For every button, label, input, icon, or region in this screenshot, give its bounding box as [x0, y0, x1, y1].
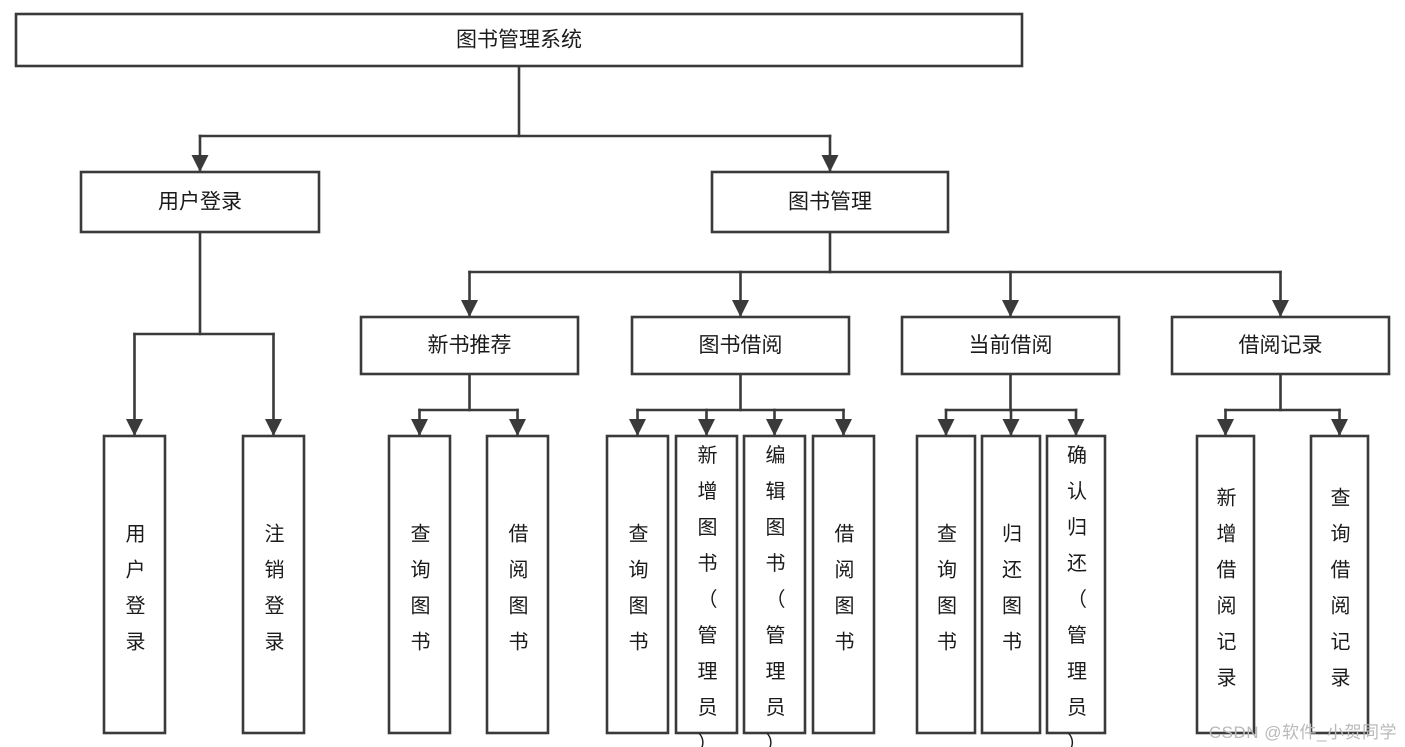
node-leaf-query-book-2[interactable]: 查询图书: [605, 434, 670, 735]
node-leaf-query-book-2-label: 查询图书: [629, 523, 649, 654]
node-leaf-query-book-3[interactable]: 查询图书: [915, 434, 977, 735]
node-book-manage-label: 图书管理: [788, 191, 872, 214]
node-leaf-borrow-book-2[interactable]: 借阅图书: [811, 434, 876, 735]
node-current-borrow[interactable]: 当前借阅: [900, 315, 1121, 376]
node-leaf-return-book-box[interactable]: [980, 434, 1042, 735]
node-leaf-user-logout-box[interactable]: [241, 434, 306, 735]
node-leaf-query-book-3-label: 查询图书: [937, 523, 957, 654]
node-new-book-recommend-box[interactable]: [359, 315, 580, 376]
node-leaf-add-record-box[interactable]: [1195, 434, 1256, 735]
node-user-login[interactable]: 用户登录: [79, 170, 321, 234]
node-borrow-record[interactable]: 借阅记录: [1170, 315, 1391, 376]
node-book-borrow-box[interactable]: [630, 315, 851, 376]
node-user-login-box[interactable]: [79, 170, 321, 234]
node-leaf-edit-book-box[interactable]: [742, 434, 807, 735]
node-leaf-query-record-label: 查询借阅记录: [1331, 487, 1351, 690]
node-leaf-add-record[interactable]: 新增借阅记录: [1195, 434, 1256, 735]
node-book-borrow[interactable]: 图书借阅: [630, 315, 851, 376]
node-leaf-borrow-book-1[interactable]: 借阅图书: [485, 434, 550, 735]
node-leaf-add-book-box[interactable]: [674, 434, 739, 735]
node-leaf-query-book-2-box[interactable]: [605, 434, 670, 735]
node-leaf-query-record-box[interactable]: [1309, 434, 1370, 735]
node-leaf-borrow-book-1-label: 借阅图书: [509, 523, 529, 654]
node-new-book-recommend[interactable]: 新书推荐: [359, 315, 580, 376]
node-leaf-confirm-return-box[interactable]: [1045, 434, 1107, 735]
node-root-system-label: 图书管理系统: [456, 29, 582, 52]
node-leaf-user-login-box[interactable]: [102, 434, 167, 735]
node-leaf-query-book-1-label: 查询图书: [411, 523, 431, 654]
node-new-book-recommend-label: 新书推荐: [428, 334, 512, 357]
connectors-layer: [126, 64, 1348, 438]
node-leaf-add-book[interactable]: 新增图书（管理员）: [674, 434, 739, 747]
node-book-manage-box[interactable]: [710, 170, 950, 234]
node-borrow-record-box[interactable]: [1170, 315, 1391, 376]
node-current-borrow-label: 当前借阅: [969, 334, 1053, 357]
node-book-manage[interactable]: 图书管理: [710, 170, 950, 234]
node-leaf-user-logout-label: 注销登录: [265, 523, 285, 654]
node-current-borrow-box[interactable]: [900, 315, 1121, 376]
node-user-login-label: 用户登录: [158, 191, 242, 214]
node-leaf-borrow-book-1-box[interactable]: [485, 434, 550, 735]
node-leaf-borrow-book-2-label: 借阅图书: [835, 523, 855, 654]
node-leaf-query-book-3-box[interactable]: [915, 434, 977, 735]
node-leaf-edit-book[interactable]: 编辑图书（管理员）: [742, 434, 807, 747]
node-leaf-user-login[interactable]: 用户登录: [102, 434, 167, 735]
node-leaf-return-book-label: 归还图书: [1002, 523, 1022, 654]
node-root-system-box[interactable]: [14, 12, 1024, 68]
node-leaf-confirm-return-label: 确认归还（管理员）: [1067, 444, 1087, 747]
node-leaf-add-record-label: 新增借阅记录: [1217, 487, 1237, 690]
nodes-layer: 图书管理系统用户登录图书管理新书推荐图书借阅当前借阅借阅记录用户登录注销登录查询…: [14, 12, 1391, 747]
node-leaf-borrow-book-2-box[interactable]: [811, 434, 876, 735]
node-borrow-record-label: 借阅记录: [1239, 334, 1323, 357]
node-leaf-user-logout[interactable]: 注销登录: [241, 434, 306, 735]
node-leaf-query-record[interactable]: 查询借阅记录: [1309, 434, 1370, 735]
node-leaf-confirm-return[interactable]: 确认归还（管理员）: [1045, 434, 1107, 747]
node-leaf-query-book-1-box[interactable]: [387, 434, 452, 735]
node-leaf-user-login-label: 用户登录: [126, 524, 146, 654]
node-book-borrow-label: 图书借阅: [699, 334, 783, 357]
node-root-system[interactable]: 图书管理系统: [14, 12, 1024, 68]
node-leaf-edit-book-label: 编辑图书（管理员）: [766, 444, 786, 747]
node-leaf-query-book-1[interactable]: 查询图书: [387, 434, 452, 735]
node-leaf-add-book-label: 新增图书（管理员）: [698, 444, 718, 747]
node-leaf-return-book[interactable]: 归还图书: [980, 434, 1042, 735]
